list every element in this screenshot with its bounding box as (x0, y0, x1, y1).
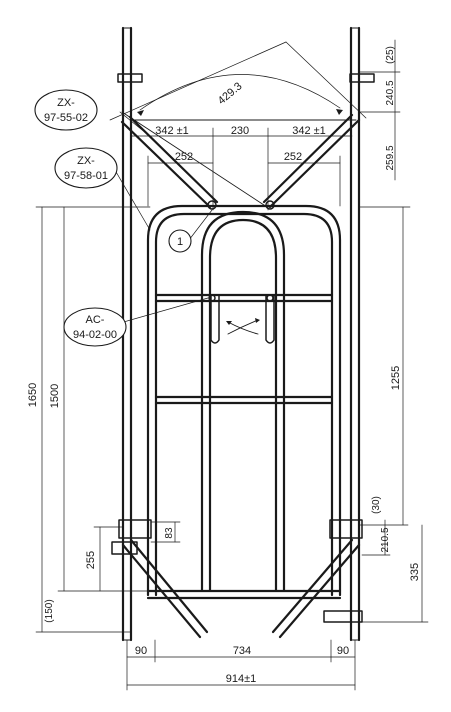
dimension-lines (35, 39, 429, 691)
dim-734: 734 (233, 645, 251, 657)
part-number: 1 (177, 236, 183, 248)
dim-252-right: 252 (284, 151, 302, 163)
dim-252-left: 252 (175, 151, 193, 163)
callout-zx-label: ZX- (57, 97, 75, 109)
dim-342-left: 342 ±1 (155, 125, 189, 137)
dim-230: 230 (231, 125, 249, 137)
dim-90-right: 90 (337, 645, 349, 657)
callout-zx-code: 97-58-01 (64, 170, 108, 182)
dimension-labels: 429.3 (25) 240.5 259.5 342 ±1 230 342 ±1… (27, 46, 421, 685)
dim-83: 83 (164, 527, 175, 539)
dim-210-5: 210.5 (380, 527, 391, 552)
dim-255: 255 (85, 551, 97, 569)
dim-259-5: 259.5 (385, 145, 396, 170)
callout-ac-code: 94-02-00 (73, 329, 117, 341)
dim-1500: 1500 (49, 384, 61, 408)
dim-150: (150) (44, 599, 55, 622)
dim-240-5: 240.5 (385, 80, 396, 105)
callout-zx-97-58-01: ZX- 97-58-01 (54, 147, 118, 189)
dim-1650: 1650 (27, 383, 39, 407)
dim-914: 914±1 (226, 673, 257, 685)
callout-zx-97-55-02: ZX- 97-55-02 (34, 89, 98, 131)
inner-arch (200, 210, 286, 592)
part-number-bubble: 1 (168, 229, 192, 253)
clamps (111, 73, 375, 623)
horizontal-rails (154, 293, 334, 405)
dim-1255: 1255 (390, 366, 402, 390)
callout-zx-label: ZX- (77, 155, 95, 167)
latch-bars (210, 295, 275, 344)
dim-top-25: (25) (385, 46, 396, 64)
callout-ac-label: AC- (86, 314, 105, 326)
dim-429-3: 429.3 (216, 80, 245, 107)
dim-90-left: 90 (135, 645, 147, 657)
dim-30: (30) (371, 496, 382, 514)
swing-arrows (226, 318, 260, 335)
dim-342-right: 342 ±1 (292, 125, 326, 137)
callout-zx-code: 97-55-02 (44, 112, 88, 124)
callout-ac-94-02-00: AC- 94-02-00 (63, 307, 127, 347)
dim-335: 335 (409, 563, 421, 581)
bottom-braces (121, 538, 361, 639)
